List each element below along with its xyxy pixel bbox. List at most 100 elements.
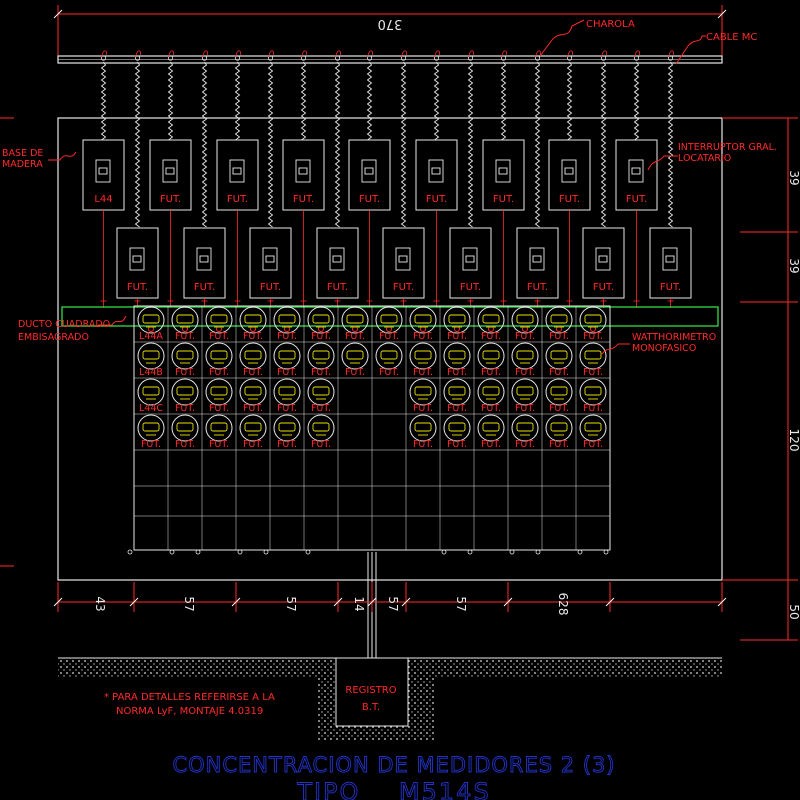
frame-foot-0 [127,549,133,555]
cable-top-8-clamp [566,55,573,61]
breaker-top-3: FUT. [216,139,259,308]
meter-r2-c2-label: FUT. [175,367,195,378]
base-label-2: MADERA [2,159,43,170]
bottom-dim-4: 14 [352,596,366,611]
meter-r2-c10: FUT. [443,342,471,378]
cable-bottom-2 [201,61,208,228]
meter-r1-c4: FUT. [239,306,267,342]
frame-foot-2 [195,549,201,555]
meter-r3-c2: FUT. [171,378,199,414]
breaker-bottom-1: FUT. [116,227,159,308]
breaker-bottom-5: FUT. [382,227,425,308]
meter-r3-c4-label: FUT. [243,403,263,414]
cable-top-3-clamp [234,55,241,61]
cable-bottom-6 [467,61,474,228]
meter-r1-c7: FUT. [341,306,369,342]
meter-r1-c8: FUT. [375,306,403,342]
meter-r2-c5-label: FUT. [277,367,297,378]
wood-base-panel [57,117,723,581]
note-line-2: NORMA LyF, MONTAJE 4.0319 [116,706,263,717]
duct-connector-14 [590,326,596,332]
cable-top-1 [100,61,107,141]
breaker-top-9: FUT. [615,139,658,308]
meter-r2-c1: L44B [137,342,165,378]
cable-top-4-hook [301,50,308,58]
meter-r1-c5-label: FUT. [277,331,297,342]
breaker-top-2: FUT. [149,139,192,308]
meter-r2-c5: FUT. [273,342,301,378]
bottom-dim-slash-2 [231,597,241,607]
duct-connector-1 [148,326,154,332]
meter-r1-c2-label: FUT. [175,331,195,342]
overall-width-dim: 370 [378,16,403,31]
breaker-top-1-label: L44 [94,194,112,205]
breaker-top-3-label: FUT. [227,194,248,205]
meter-r2-c3-label: FUT. [209,367,229,378]
meter-r2-c13-label: FUT. [549,367,569,378]
meter-r1-c1: L44A [137,306,165,342]
meter-r2-c8-label: FUT. [379,367,399,378]
cable-top-6 [433,61,440,141]
duct-connector-8 [386,326,392,332]
meter-r2-c14: FUT. [579,342,607,378]
watthorimetro-label-group: WATTHORIMETRO MONOFASICO [601,332,716,355]
breaker-bottom-2: FUT. [183,227,226,308]
meter-r2-c4-label: FUT. [243,367,263,378]
breaker-top-4-label: FUT. [293,194,314,205]
meter-r1-c4-label: FUT. [243,331,263,342]
title-line-1: CONCENTRACION DE MEDIDORES 2 (3) [172,753,615,777]
meter-r4-c9: FUT. [409,414,437,450]
meter-r4-c4-label: FUT. [243,439,263,450]
frame-foot-13 [577,549,583,555]
meter-r4-c10: FUT. [443,414,471,450]
meter-r1-c9: FUT. [409,306,437,342]
breaker-bottom-5-label: FUT. [393,282,414,293]
cable-bottom-8-hook [601,50,608,58]
breaker-top-1: L44 [82,139,125,308]
cable-top-6-clamp [433,55,440,61]
charola-tray [57,55,723,64]
charola-label: CHAROLA [586,19,635,30]
cable-runs [100,50,675,228]
meter-r3-c10: FUT. [443,378,471,414]
cable-label-group: CABLE MC [675,32,757,65]
meter-r2-c6: FUT. [307,342,335,378]
cable-top-9 [633,61,640,141]
meter-r1-c14-label: FUT. [583,331,603,342]
meter-r1-c12-label: FUT. [515,331,535,342]
breaker-bottom-2-label: FUT. [194,282,215,293]
meter-r4-c14-label: FUT. [583,439,603,450]
meter-r1-c13: FUT. [545,306,573,342]
meter-r4-c1: FUT. [137,414,165,450]
bottom-dim-2: 57 [182,596,196,611]
cable-top-5 [366,61,373,141]
breaker-top-7: FUT. [482,139,525,308]
bottom-dim-slash-3 [333,597,343,607]
duct-connector-3 [216,326,222,332]
meter-r3-c12-label: FUT. [515,403,535,414]
cable-top-6-hook [434,50,441,58]
meter-r2-c7-label: FUT. [345,367,365,378]
cable-bottom-4-clamp [334,55,341,61]
duct-connector-2 [182,326,188,332]
meter-r2-c6-label: FUT. [311,367,331,378]
meter-r4-c14: FUT. [579,414,607,450]
frame-foot-11 [509,549,515,555]
meter-r3-c3-label: FUT. [209,403,229,414]
meter-r3-c10-label: FUT. [447,403,467,414]
breaker-top-2-label: FUT. [160,194,181,205]
frame-foot-9 [441,549,447,555]
cable-bottom-7 [534,61,541,228]
breaker-top-6: FUT. [415,139,458,308]
breaker-bottom-3: FUT. [249,227,292,308]
meter-r3-c13: FUT. [545,378,573,414]
meter-r3-c9: FUT. [409,378,437,414]
cable-bottom-2-hook [202,50,209,58]
cable-bottom-1-hook [135,50,142,58]
cable-bottom-3 [267,61,274,228]
breaker-bottom-8-label: FUT. [593,282,614,293]
meter-r3-c6-label: FUT. [311,403,331,414]
meter-r2-c13: FUT. [545,342,573,378]
cable-top-3-hook [235,50,242,58]
meter-r3-c1: L44C [137,378,165,414]
